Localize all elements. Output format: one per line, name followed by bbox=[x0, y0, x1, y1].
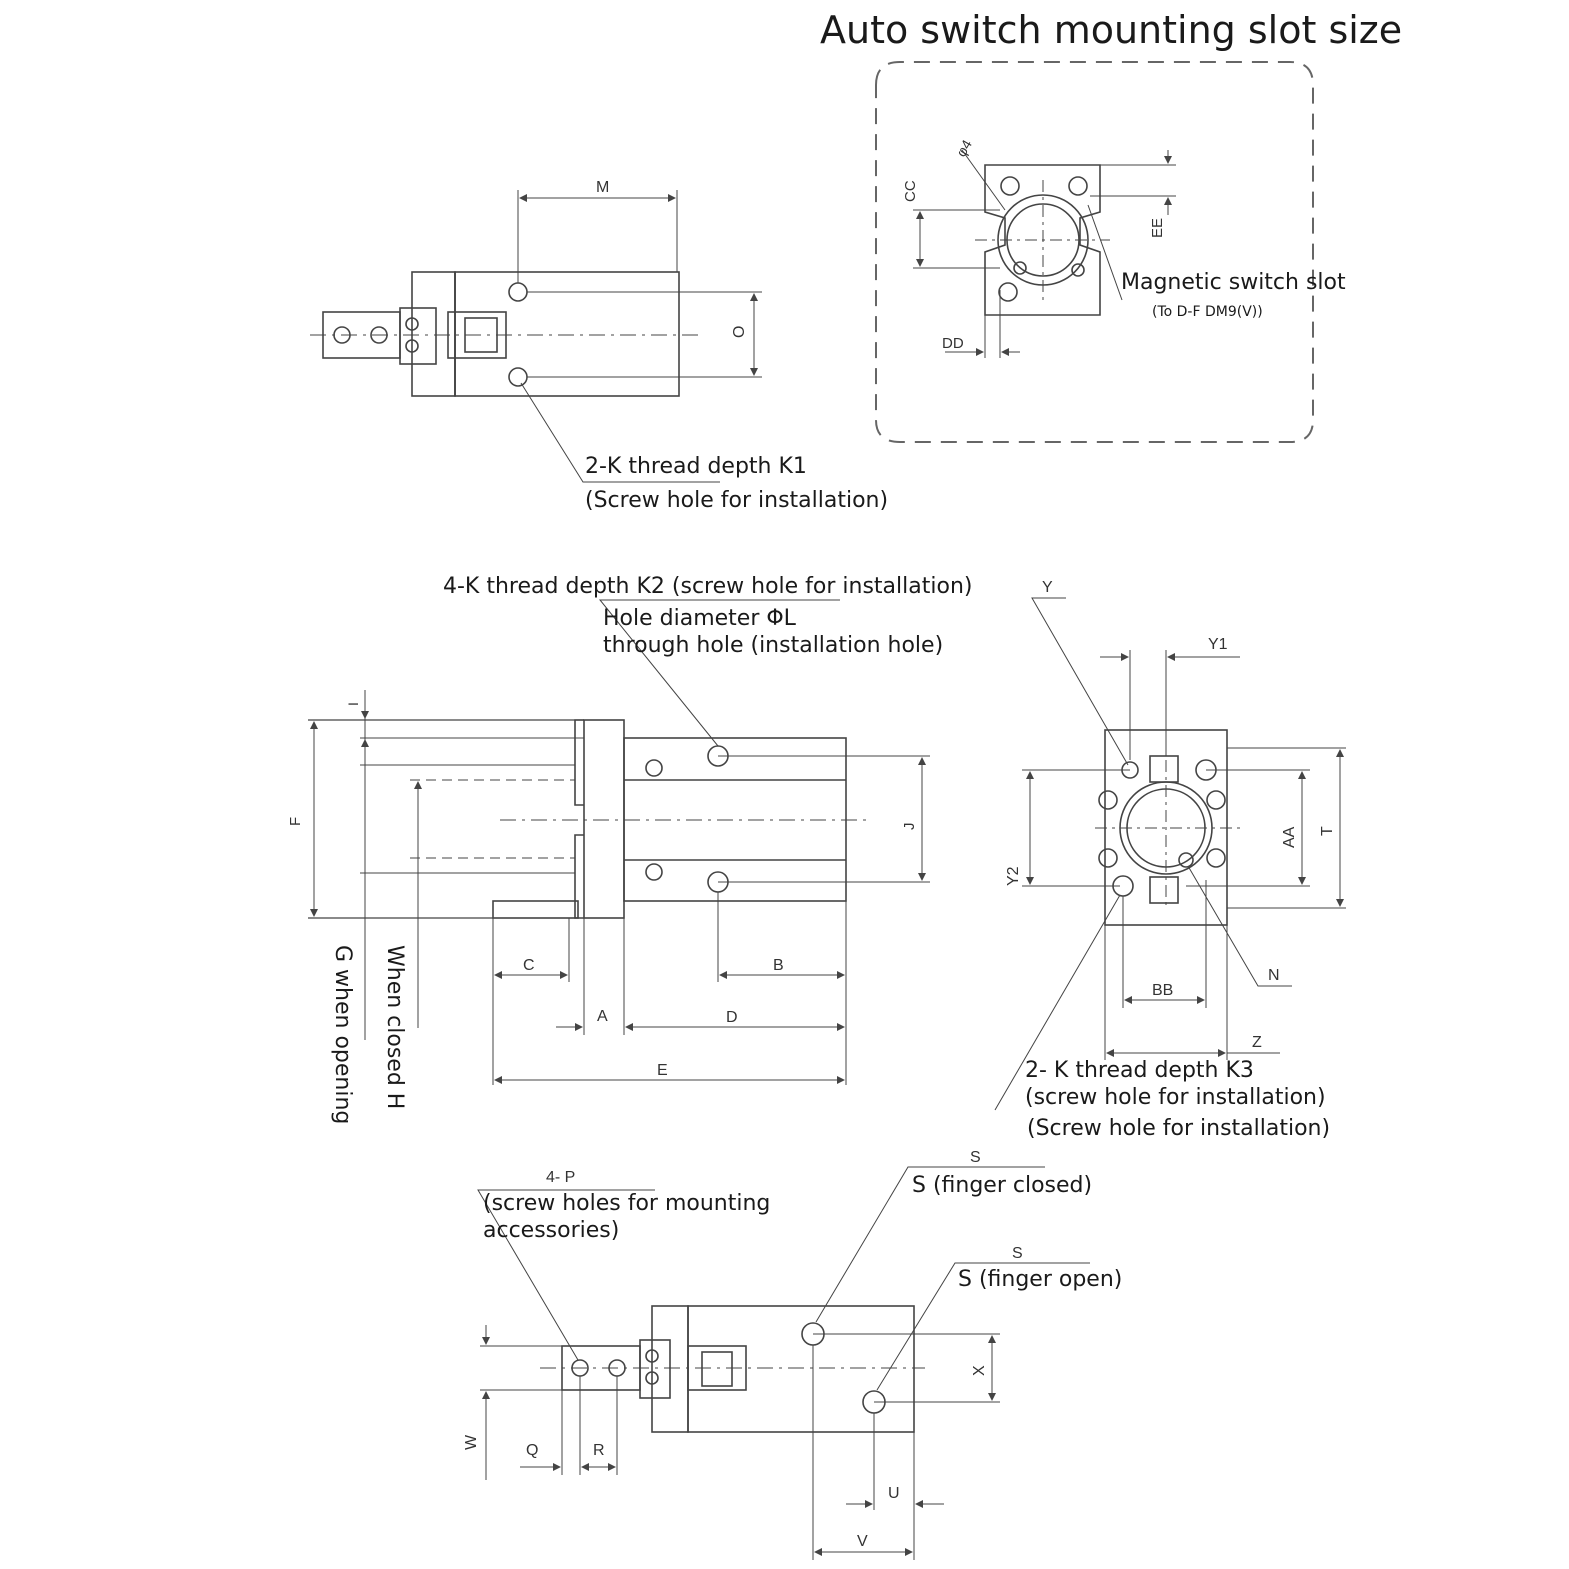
dim-D: D bbox=[726, 1009, 738, 1026]
dim-CC: CC bbox=[902, 180, 919, 202]
p-caption-line2: accessories) bbox=[483, 1218, 620, 1243]
s-finger-closed-caption: S (finger closed) bbox=[912, 1173, 1093, 1198]
dim-I: I bbox=[345, 702, 361, 706]
dim-4P: 4- P bbox=[546, 1169, 575, 1186]
dim-R: R bbox=[593, 1442, 605, 1459]
dim-V: V bbox=[857, 1533, 868, 1550]
dim-phi4: φ4 bbox=[953, 137, 975, 160]
bottom-view bbox=[477, 1166, 1090, 1560]
dim-Y: Y bbox=[1042, 579, 1053, 596]
dim-B: B bbox=[773, 957, 784, 974]
dim-U: U bbox=[888, 1485, 900, 1502]
dim-M: M bbox=[596, 179, 609, 196]
dim-N: N bbox=[1268, 967, 1280, 984]
k3-caption-line1: 2- K thread depth K3 bbox=[1025, 1058, 1254, 1083]
dim-Y1: Y1 bbox=[1208, 636, 1228, 653]
dim-F: F bbox=[287, 817, 304, 826]
auto-switch-panel bbox=[875, 61, 1314, 443]
dim-W: W bbox=[463, 1434, 480, 1450]
dim-AA: AA bbox=[1281, 826, 1298, 848]
k2-caption-line1: 4-K thread depth K2 (screw hole for inst… bbox=[443, 574, 973, 599]
magnetic-slot-caption: Magnetic switch slot bbox=[1121, 270, 1346, 295]
end-view bbox=[994, 597, 1346, 1111]
k2-caption-line3: through hole (installation hole) bbox=[603, 633, 944, 658]
k1-caption-line1: 2-K thread depth K1 bbox=[585, 454, 807, 479]
k2-caption-line2: Hole diameter ΦL bbox=[603, 606, 796, 631]
dim-DD: DD bbox=[942, 335, 964, 352]
dim-Y2: Y2 bbox=[1005, 866, 1022, 886]
dim-O: O bbox=[731, 326, 748, 338]
dim-X: X bbox=[971, 1365, 988, 1376]
dim-Z: Z bbox=[1252, 1034, 1262, 1051]
dim-E: E bbox=[657, 1062, 668, 1079]
k3-caption-line3: (Screw hole for installation) bbox=[1027, 1116, 1331, 1141]
p-caption-line1: (screw holes for mounting bbox=[483, 1191, 771, 1216]
dim-C: C bbox=[523, 957, 535, 974]
dim-J: J bbox=[901, 823, 918, 831]
dim-EE: EE bbox=[1149, 218, 1166, 238]
side-view bbox=[308, 599, 930, 1085]
k1-caption-line2: (Screw hole for installation) bbox=[585, 488, 889, 513]
k3-caption-line2: (screw hole for installation) bbox=[1025, 1085, 1326, 1110]
slot-section-view bbox=[913, 149, 1176, 358]
dim-Q: Q bbox=[526, 1442, 538, 1459]
page-title: Auto switch mounting slot size bbox=[820, 8, 1403, 52]
dim-A: A bbox=[597, 1008, 608, 1025]
s-finger-open-caption: S (finger open) bbox=[958, 1267, 1123, 1292]
g-when-opening-label: G when opening bbox=[330, 945, 355, 1125]
when-closed-h-label: When closed H bbox=[382, 945, 407, 1110]
top-view bbox=[310, 190, 762, 483]
dim-BB: BB bbox=[1152, 982, 1173, 999]
dim-T: T bbox=[1319, 826, 1336, 836]
dim-S-open: S bbox=[1012, 1245, 1023, 1262]
magnetic-slot-note: (To D-F DM9(V)) bbox=[1152, 304, 1263, 320]
dim-S-closed: S bbox=[970, 1149, 981, 1166]
